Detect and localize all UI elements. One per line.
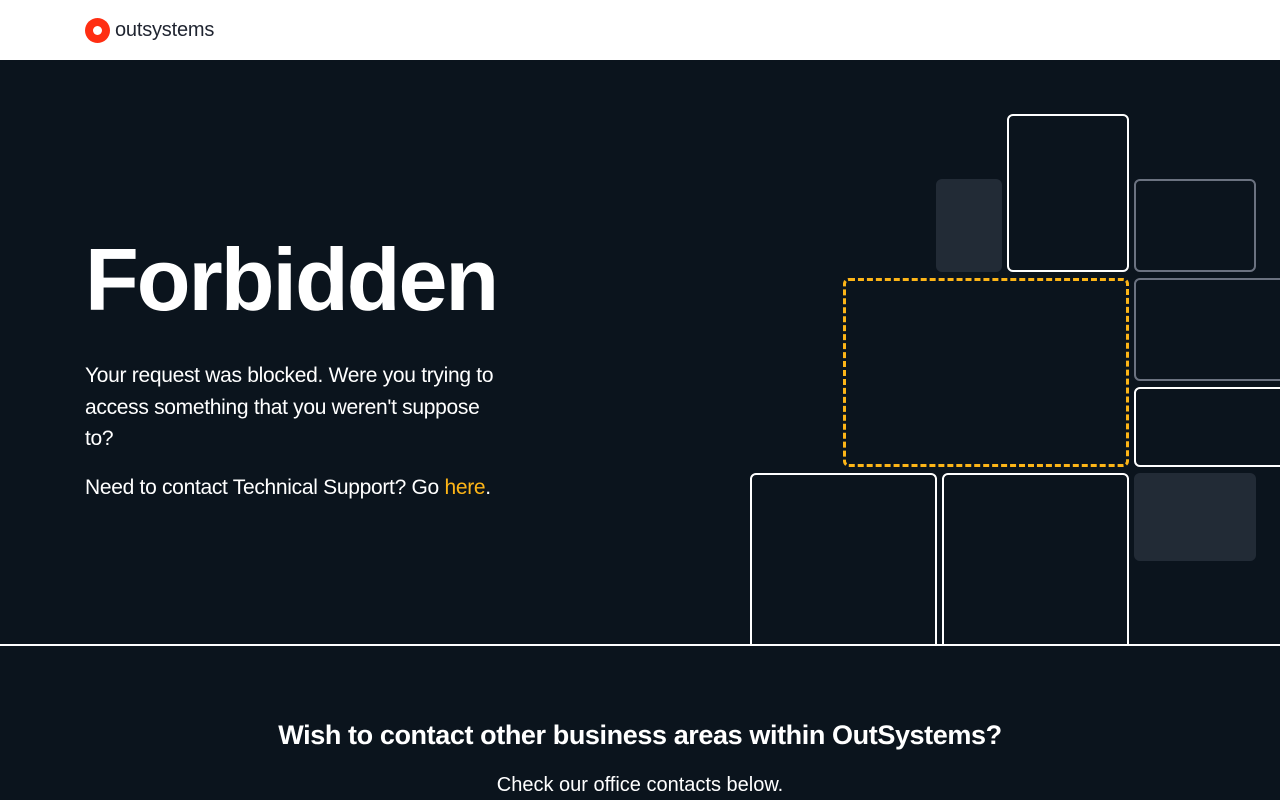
forbidden-hero: Forbidden Your request was blocked. Were… (0, 60, 1280, 645)
decor-tile-dashed (843, 278, 1129, 467)
decor-tile (1007, 114, 1129, 272)
support-suffix: . (485, 476, 491, 499)
outsystems-logo-icon (85, 17, 110, 43)
decor-tile (750, 473, 937, 645)
decor-tile (942, 473, 1129, 645)
support-prefix: Need to contact Technical Support? Go (85, 476, 445, 499)
decor-tile (1134, 387, 1280, 467)
decor-tile (1134, 473, 1256, 561)
support-link[interactable]: here (444, 476, 486, 499)
contact-section: Wish to contact other business areas wit… (0, 646, 1280, 800)
decor-tile (936, 179, 1002, 272)
outsystems-logo[interactable]: outsystems (85, 16, 214, 44)
logo-text: outsystems (115, 18, 215, 41)
decor-tile (1134, 278, 1280, 381)
support-message: Need to contact Technical Support? Go he… (85, 472, 491, 504)
top-bar: outsystems (0, 0, 1280, 60)
contact-title: Wish to contact other business areas wit… (278, 720, 1002, 750)
contact-subtitle: Check our office contacts below. (496, 774, 784, 796)
page-title: Forbidden (85, 230, 499, 329)
decor-tile (1134, 179, 1256, 272)
section-divider (0, 644, 1280, 646)
blocked-message: Your request was blocked. Were you tryin… (85, 364, 494, 450)
